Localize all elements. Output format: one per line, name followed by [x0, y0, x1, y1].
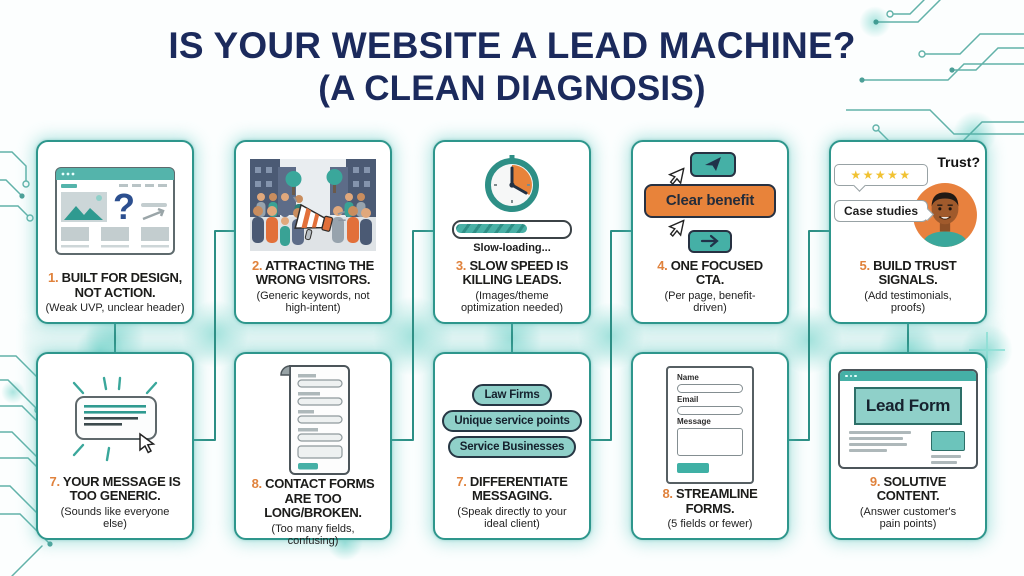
- trust-avatar-icon: Trust? ★★★★★ Case studies: [834, 154, 982, 256]
- card-built-for-design: ? 1. BUILT FOR DESIGN, NOT ACTION. (Weak…: [36, 140, 194, 324]
- megaphone-icon: [293, 196, 346, 241]
- card-heading: 9. SOLUTIVE CONTENT.: [869, 473, 947, 504]
- simple-form-icon: Name Email Message: [666, 366, 754, 485]
- lead-form-page-icon: Lead Form: [838, 368, 978, 469]
- progress-fill: [455, 223, 528, 233]
- generic-message-icon: [72, 376, 158, 462]
- long-form-icon: [280, 365, 350, 475]
- window-dot: [849, 374, 852, 378]
- loading-progress-bar: [452, 220, 572, 240]
- card-heading: 8. STREAMLINE FORMS.: [662, 486, 758, 516]
- form-input: [677, 383, 743, 393]
- card-streamline-forms: Name Email Message 8. STREAMLINE FORMS. …: [631, 352, 789, 540]
- card-contact-forms-broken: 8. CONTACT FORMS ARE TOO LONG/BROKEN. (T…: [234, 352, 392, 547]
- pill-service-businesses: Service Businesses: [447, 435, 577, 458]
- right-arrow-icon: [700, 235, 719, 248]
- title-line-2: (A CLEAN DIAGNOSIS): [318, 68, 706, 108]
- crowd-megaphone-icon: [242, 151, 384, 259]
- card-heading: 3. SLOW SPEED IS KILLING LEADS.: [455, 257, 569, 288]
- question-mark: ?: [113, 186, 135, 227]
- form-submit-button: [677, 462, 709, 473]
- card-differentiate-messaging: Law Firms Unique service points Service …: [433, 352, 591, 540]
- form-label-message: Message: [677, 416, 711, 426]
- side-panel: [931, 430, 967, 467]
- window-dot: [854, 374, 857, 378]
- card-subtitle: (Per page, benefit-driven): [664, 289, 756, 315]
- send-button-icon: [690, 151, 736, 177]
- form-label-email: Email: [677, 394, 699, 404]
- card-one-focused-cta: Clear benefit 4. ONE FOCUSED CTA. (Per p…: [631, 140, 789, 324]
- card-subtitle: (Add testimonials, proofs): [864, 289, 952, 315]
- card-heading: 7. YOUR MESSAGE IS TOO GENERIC.: [49, 473, 181, 504]
- paper-plane-icon: [705, 157, 721, 172]
- card-subtitle: (5 fields or fewer): [667, 518, 753, 531]
- card-wrong-visitors: 2. ATTRACTING THE WRONG VISITORS. (Gener…: [234, 140, 392, 324]
- card-heading: 7. DIFFERENTIATE MESSAGING.: [456, 473, 568, 504]
- trust-question-label: Trust?: [937, 153, 980, 170]
- text-lines: [849, 430, 911, 467]
- pill-law-firms: Law Firms: [472, 383, 552, 406]
- loading-label: Slow-loading...: [473, 242, 551, 255]
- segment-pills-icon: Law Firms Unique service points Service …: [441, 363, 583, 475]
- glow-band: [24, 322, 1000, 356]
- avatar: [913, 182, 977, 247]
- arrow-button-icon: [688, 229, 732, 253]
- form-textarea: [677, 427, 743, 456]
- browser-top-bar: [840, 370, 976, 381]
- card-heading: 5. BUILD TRUST SIGNALS.: [859, 257, 957, 288]
- card-subtitle: (Weak UVP, unclear header): [45, 302, 185, 315]
- page-title: IS YOUR WEBSITE A LEAD MACHINE? (A CLEAN…: [0, 24, 1024, 109]
- card-subtitle: (Images/theme optimization needed): [460, 289, 564, 315]
- card-heading: 1. BUILT FOR DESIGN, NOT ACTION.: [48, 270, 182, 300]
- card-subtitle: (Too many fields, confusing): [271, 522, 355, 548]
- cta-buttons-icon: Clear benefit: [638, 151, 782, 258]
- cursor-icon: [139, 432, 156, 454]
- card-subtitle: (Generic keywords, not high-intent): [256, 289, 370, 315]
- card-subtitle: (Speak directly to your ideal client): [457, 505, 567, 531]
- lead-form-banner: Lead Form: [854, 386, 962, 425]
- card-heading: 8. CONTACT FORMS ARE TOO LONG/BROKEN.: [251, 476, 375, 521]
- card-slow-speed: Slow-loading... 3. SLOW SPEED IS KILLING…: [433, 140, 591, 324]
- card-heading: 2. ATTRACTING THE WRONG VISITORS.: [251, 257, 375, 288]
- form-label-name: Name: [677, 373, 699, 383]
- window-dot: [845, 374, 848, 378]
- clear-benefit-button: Clear benefit: [644, 183, 776, 218]
- card-message-too-generic: 7. YOUR MESSAGE IS TOO GENERIC. (Sounds …: [36, 352, 194, 540]
- card-subtitle: (Answer customer's pain points): [859, 505, 957, 531]
- title-line-1: IS YOUR WEBSITE A LEAD MACHINE?: [168, 25, 856, 66]
- card-heading: 4. ONE FOCUSED CTA.: [657, 257, 763, 288]
- clock-icon: [485, 155, 539, 213]
- cursor-icon: [667, 167, 685, 185]
- card-solutive-content: Lead Form 9. SOLUTIVE CO: [829, 352, 987, 540]
- cursor-icon: [667, 219, 685, 237]
- star-rating: ★★★★★: [834, 163, 928, 186]
- circuit-decoration-left: [0, 151, 34, 222]
- pill-unique-service-points: Unique service points: [442, 409, 582, 432]
- card-subtitle: (Sounds like everyone else): [60, 505, 170, 531]
- form-input: [677, 405, 743, 415]
- card-build-trust: Trust? ★★★★★ Case studies: [829, 140, 987, 324]
- case-studies-bubble: Case studies: [834, 199, 929, 222]
- website-question-icon: ?: [44, 151, 186, 271]
- page-button: [931, 430, 965, 451]
